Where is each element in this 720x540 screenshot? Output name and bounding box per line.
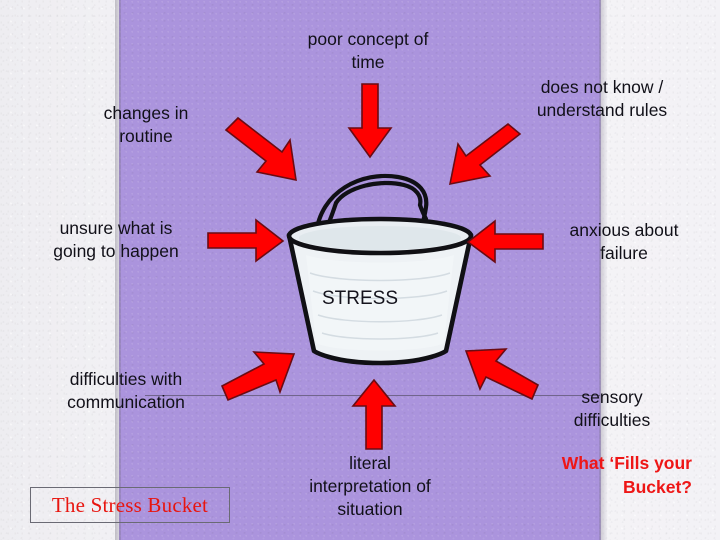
label-unsure-what-is-going-to-happen: unsure what is going to happen (53, 218, 179, 262)
arrow-right-icon (207, 218, 285, 263)
label-literal-interpretation: literal interpretation of situation (309, 453, 431, 520)
panel-left-edge (115, 0, 120, 540)
arrow-up-left-icon (462, 345, 540, 401)
label-does-not-know-rules: does not know / understand rules (536, 77, 668, 121)
arrow-down-right-icon (222, 116, 300, 186)
call-to-action-text: What ‘Fills your Bucket? (561, 453, 692, 497)
arrow-up-icon (351, 378, 397, 450)
label-sensory-difficulties: sensory difficulties (573, 387, 651, 431)
arrow-up-right-icon (220, 350, 298, 402)
label-poor-concept-of-time: poor concept of time (307, 29, 429, 73)
panel-right-edge (600, 0, 607, 540)
label-difficulties-with-communication: difficulties with communication (67, 369, 185, 413)
arrow-down-left-icon (446, 122, 524, 190)
arrow-down-icon (347, 83, 393, 159)
title-box: The Stress Bucket (30, 487, 230, 523)
bucket-inside-label: STRESS (321, 288, 399, 309)
arrow-left-icon (466, 219, 544, 264)
label-changes-in-routine: changes in routine (103, 103, 189, 147)
label-anxious-about-failure: anxious about failure (569, 220, 679, 264)
bucket-icon (276, 163, 484, 375)
page-title: The Stress Bucket (51, 492, 209, 517)
purple-panel (119, 0, 601, 540)
